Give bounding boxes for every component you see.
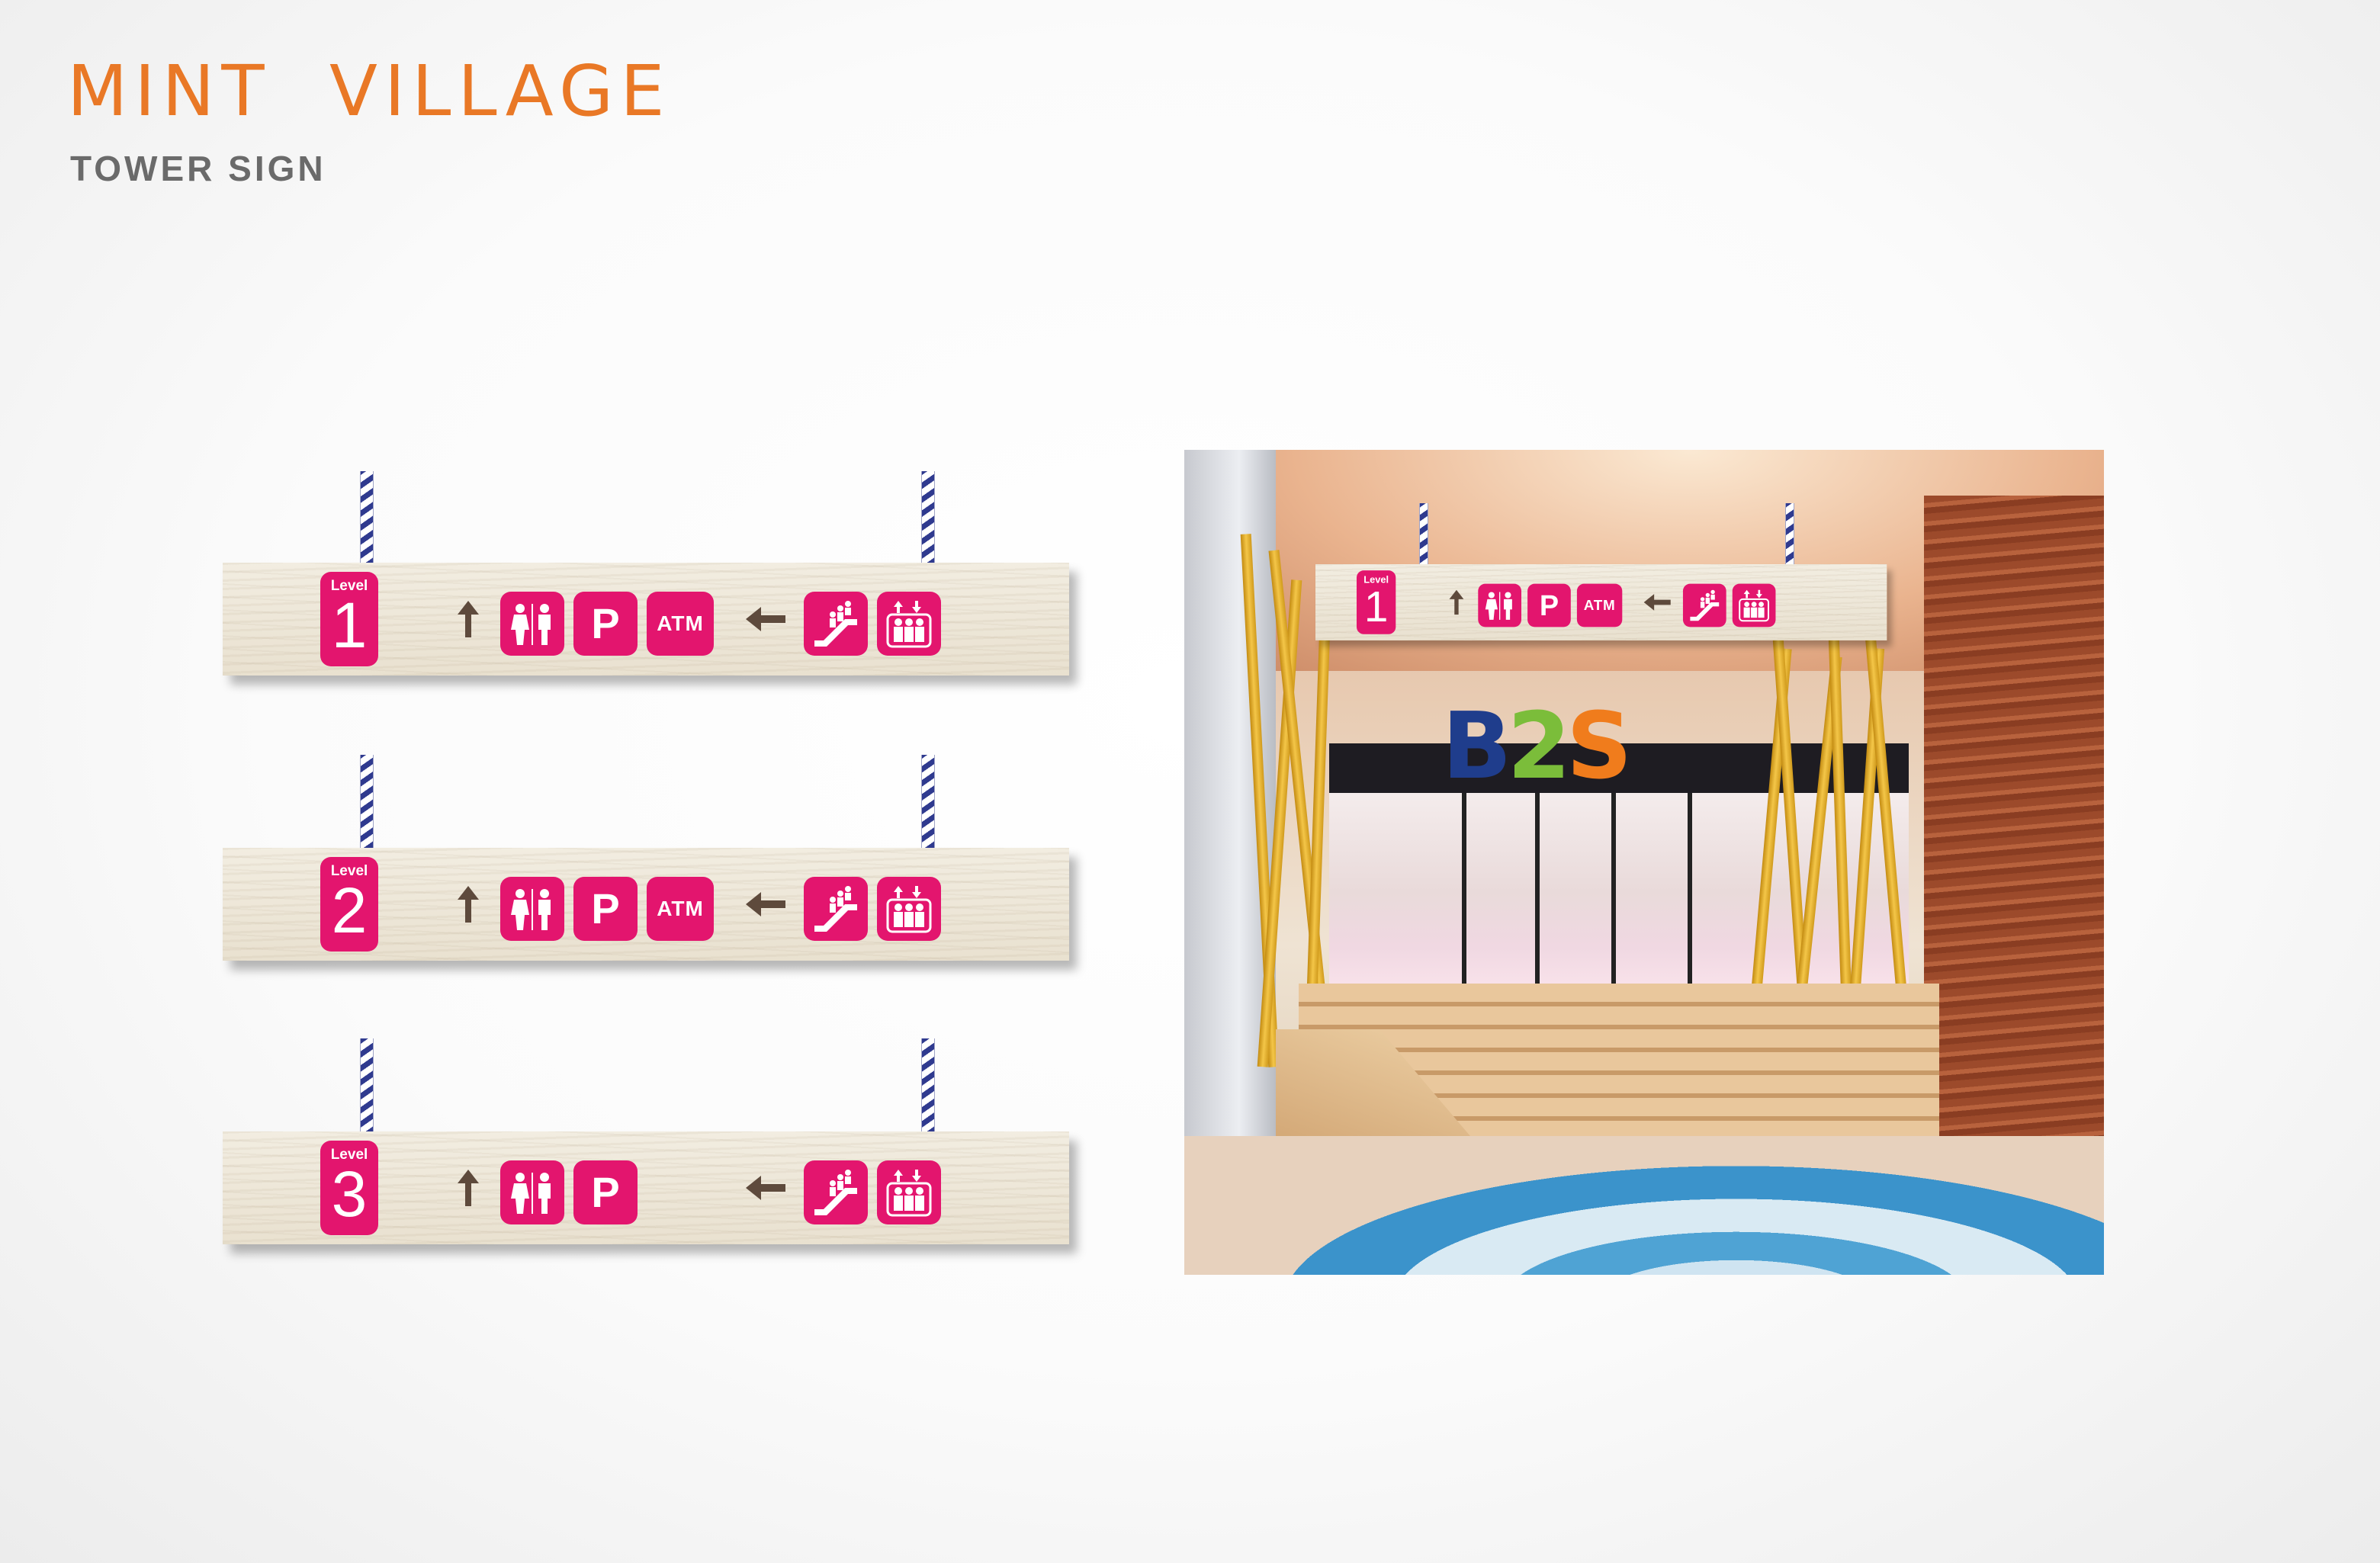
- hanging-rod: [360, 471, 374, 564]
- hanging-rod: [1419, 503, 1428, 572]
- page-title: MINT VILLAGE: [67, 50, 672, 132]
- elevator-icon: [877, 592, 941, 656]
- atm-icon: ATM: [1576, 583, 1623, 627]
- window-mullion: [1611, 793, 1616, 1014]
- logo-letter-b: B: [1442, 694, 1512, 800]
- level-word: Level: [330, 1147, 368, 1163]
- shopfront-fascia: [1329, 743, 1909, 793]
- elevator-icon: [877, 877, 941, 941]
- restroom-icon: [1478, 583, 1521, 627]
- logo-digit-2: 2: [1507, 694, 1570, 800]
- atm-icon: ATM: [647, 877, 714, 941]
- page-subtitle: TOWER SIGN: [70, 149, 326, 188]
- level-badge: Level 1: [320, 572, 378, 666]
- level-3-sign: Level 3 P: [223, 1131, 1069, 1244]
- patterned-floor: [1184, 1136, 2104, 1275]
- arrow-left-icon: [743, 596, 789, 642]
- level-number: 1: [1363, 582, 1389, 631]
- parking-icon: P: [573, 592, 638, 656]
- hanging-rod: [921, 755, 935, 848]
- escalator-icon: [804, 592, 868, 656]
- hanging-rod: [921, 471, 935, 564]
- level-badge: Level 1: [1357, 570, 1396, 634]
- restroom-icon: [500, 1160, 564, 1224]
- arrow-left-icon: [743, 1165, 789, 1211]
- level-number: 3: [331, 1158, 368, 1230]
- parking-icon: P: [573, 1160, 638, 1224]
- elevator-icon: [877, 1160, 941, 1224]
- restroom-icon: [500, 592, 564, 656]
- level-badge: Level 2: [320, 857, 378, 952]
- arrow-left-icon: [1642, 587, 1673, 618]
- window-mullion: [1535, 793, 1540, 1014]
- level-1-sign: Level 1 P ATM: [223, 563, 1069, 676]
- level-word: Level: [330, 863, 368, 879]
- interior-render: B2S Level 1 P ATM: [1184, 450, 2104, 1275]
- level-number: 2: [331, 875, 368, 946]
- arrow-left-icon: [743, 881, 789, 927]
- parking-icon: P: [573, 877, 638, 941]
- escalator-icon: [804, 877, 868, 941]
- hanging-rod: [1785, 503, 1794, 572]
- arrow-up-icon: [1441, 587, 1473, 618]
- escalator-icon: [804, 1160, 868, 1224]
- render-level-1-sign: Level 1 P ATM: [1315, 564, 1887, 640]
- level-badge: Level 3: [320, 1141, 378, 1235]
- b2s-store-logo: B2S: [1442, 701, 1632, 793]
- hanging-rod: [360, 755, 374, 848]
- atm-icon: ATM: [647, 592, 714, 656]
- hanging-rod: [921, 1038, 935, 1133]
- logo-letter-s: S: [1566, 694, 1632, 800]
- level-word: Level: [330, 578, 368, 594]
- arrow-up-icon: [445, 881, 491, 927]
- escalator-icon: [1682, 583, 1726, 627]
- level-2-sign: Level 2 P ATM: [223, 848, 1069, 961]
- window-mullion: [1462, 793, 1466, 1014]
- arrow-up-icon: [445, 1165, 491, 1211]
- window-mullion: [1688, 793, 1692, 1014]
- restroom-icon: [500, 877, 564, 941]
- arrow-up-icon: [445, 596, 491, 642]
- level-word: Level: [1363, 574, 1389, 586]
- hanging-rod: [360, 1038, 374, 1133]
- parking-icon: P: [1527, 583, 1571, 627]
- elevator-icon: [1732, 583, 1776, 627]
- level-number: 1: [331, 589, 368, 661]
